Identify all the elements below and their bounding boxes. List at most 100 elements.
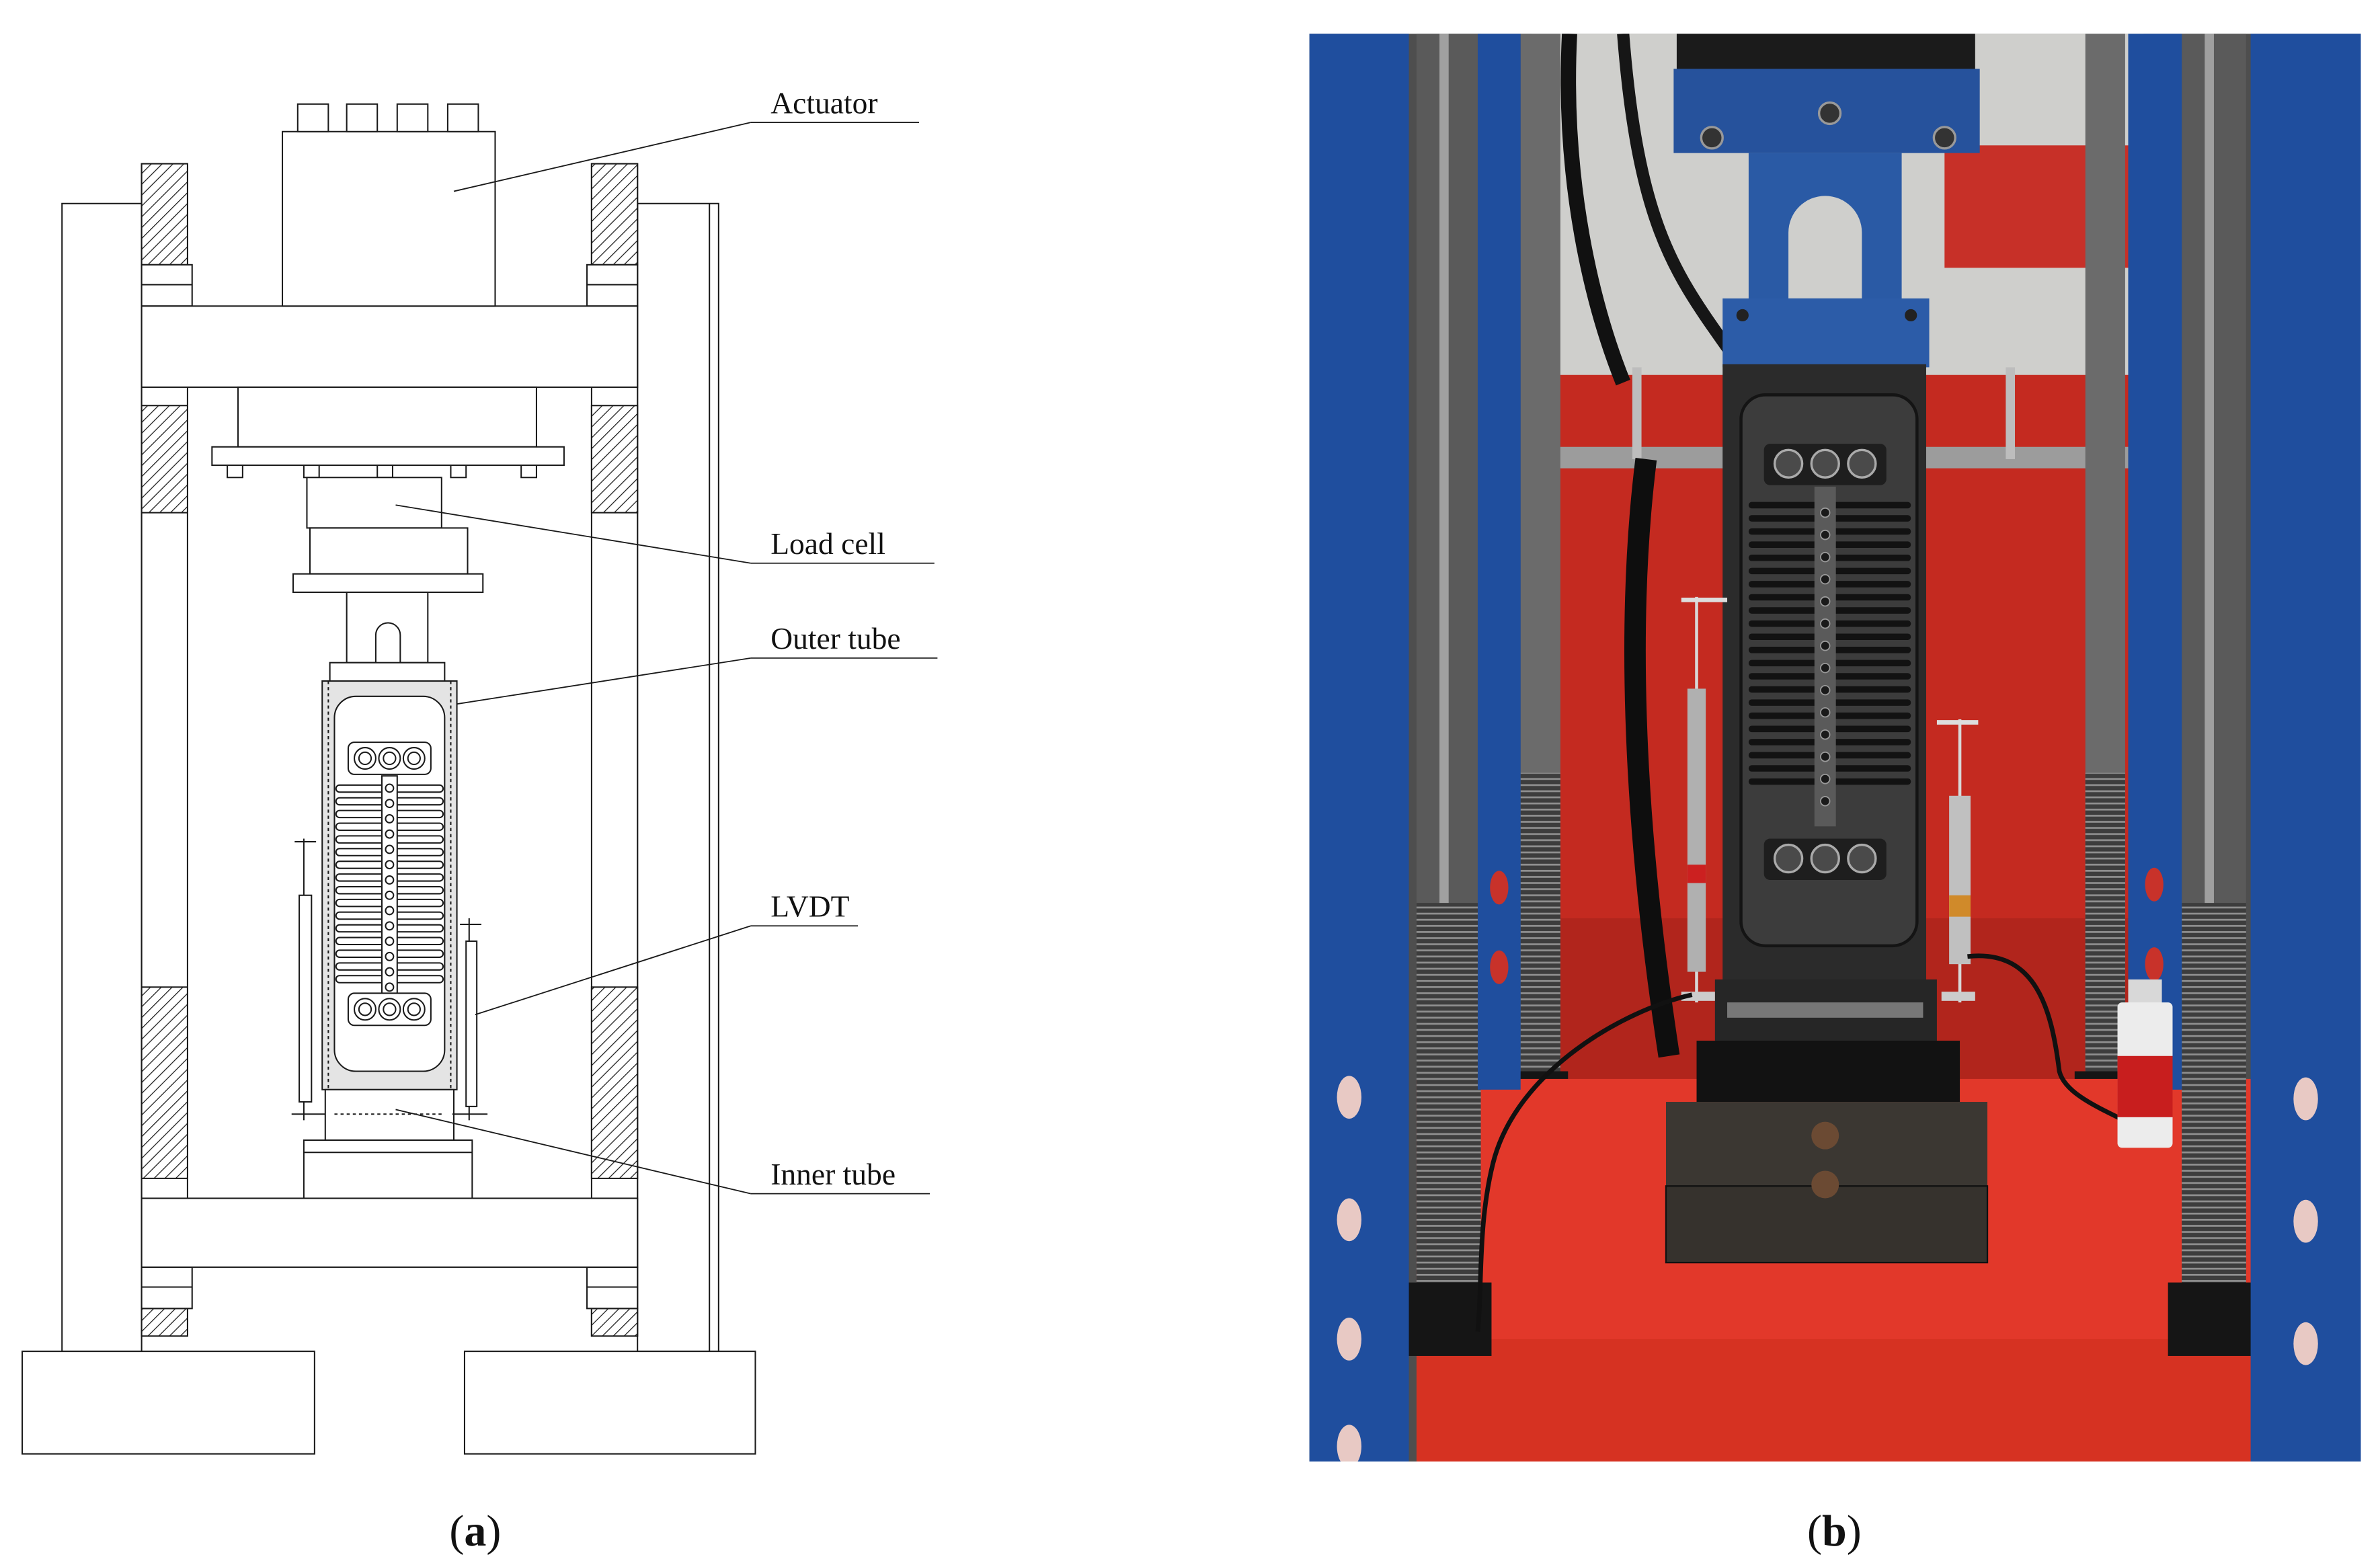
photo-center-strip (1814, 486, 1836, 827)
left-rod-thread-bottom (141, 1308, 188, 1337)
right-lvdt-body (465, 940, 478, 1107)
right-bottom-nut (586, 1266, 639, 1310)
photo-top-bolt (1810, 448, 1840, 479)
right-top-nut (586, 264, 639, 307)
right-outer-column (637, 202, 719, 1353)
photo-right-lvdt-collar (1949, 895, 1971, 917)
center-bolt (385, 844, 395, 854)
caption-a: (a) (449, 1507, 501, 1556)
mount-flange (211, 446, 565, 467)
blue-upright-left (1309, 34, 1409, 1462)
center-bolt (385, 906, 395, 916)
upright-hole (1490, 950, 1509, 984)
left-bottom-nut (141, 1266, 193, 1310)
blue-upright-right-inner (2128, 34, 2182, 1090)
blue-upright-left-inner (1477, 34, 1521, 1090)
center-bolt (385, 967, 395, 977)
hydraulic-hose-1 (1560, 34, 1630, 386)
photo-clevis (1748, 153, 1902, 307)
photo-left-lvdt-collar (1687, 865, 1706, 883)
flange-bolt-3 (376, 465, 393, 479)
photo-center-bolt (1819, 618, 1831, 629)
label-outer-tube: Outer tube (770, 621, 900, 655)
photo-weld-bead (1727, 1002, 1923, 1018)
guard-post-left (1632, 367, 1642, 459)
block-bolt (1811, 1121, 1839, 1150)
block-bolt (1811, 1170, 1839, 1199)
upright-hole (1337, 1198, 1361, 1242)
red-base-front (1416, 1338, 2266, 1462)
spray-can-label (2117, 1055, 2173, 1117)
bottom-bolt-2-inner (383, 1002, 397, 1016)
hydraulic-hose-3 (1624, 457, 1680, 1058)
center-strip (381, 775, 398, 996)
outer-tube-leader (457, 657, 751, 705)
photo-center-bolt (1819, 507, 1831, 518)
caption-a-close: ) (486, 1507, 501, 1556)
left-rod-thread-upper (141, 405, 188, 514)
right-rod-thread-bottom (590, 1308, 639, 1337)
photo-left-lvdt-body (1687, 688, 1706, 972)
center-bolt (385, 921, 395, 931)
flange-bolt (1700, 126, 1724, 150)
actuator-port-2 (346, 103, 379, 132)
photo-center-bolts (1819, 507, 1831, 807)
plate-bolt (1736, 309, 1749, 322)
upright-hole (2293, 1077, 2318, 1121)
label-actuator: Actuator (770, 85, 877, 120)
left-outer-column (61, 202, 143, 1353)
upright-hole (1337, 1425, 1361, 1462)
right-foot (463, 1351, 756, 1455)
photo-steel-block-lower (1665, 1185, 1989, 1264)
outer-right-rod-highlight (2205, 34, 2214, 906)
upright-hole (1337, 1318, 1361, 1361)
center-bolt (385, 982, 395, 992)
photo-center-bolt (1819, 573, 1831, 585)
photo-center-bolt (1819, 662, 1831, 674)
top-bolt-3-inner (407, 751, 421, 766)
lvdt-leader (475, 925, 751, 1016)
photo-center-bolt (1819, 707, 1831, 718)
right-rod-thread-upper (590, 405, 639, 514)
load-cell-body (309, 527, 469, 575)
panel-a-drawing (22, 103, 938, 1455)
caption-a-open: ( (449, 1507, 464, 1556)
label-inner-tube: Inner tube (770, 1157, 896, 1191)
center-bolt (385, 829, 395, 839)
right-rod-thread-top (590, 163, 639, 266)
panel-b-photo (1309, 34, 2361, 1462)
photo-top-bolt (1773, 448, 1804, 479)
photo-center-bolt (1819, 773, 1831, 785)
caption-a-letter: a (464, 1507, 486, 1556)
spray-can-cap (2128, 979, 2162, 1007)
center-bolt (385, 936, 395, 946)
flange-bolt (1932, 126, 1956, 150)
plate-bolt (1905, 309, 1917, 322)
center-bolt (385, 890, 395, 900)
outer-left-rod-highlight (1439, 34, 1449, 906)
photo-center-bolt (1819, 640, 1831, 651)
label-load-cell: Load cell (770, 526, 885, 561)
center-bolt (385, 813, 395, 824)
left-foot (22, 1351, 315, 1455)
caption-b-letter: b (1822, 1507, 1847, 1556)
photo-base-plate (1696, 1041, 1960, 1103)
bottom-bolt-1-inner (358, 1002, 372, 1016)
photo-center-bolt (1819, 684, 1831, 696)
photo-center-bolt (1819, 729, 1831, 740)
flange-bolt-4 (450, 465, 467, 479)
left-rod-thread-lower (141, 986, 188, 1179)
top-bolt-2-inner (383, 751, 397, 766)
photo-center-bolt (1819, 596, 1831, 607)
upright-hole (2293, 1322, 2318, 1365)
label-lvdt: LVDT (770, 889, 849, 924)
caption-b: (b) (1807, 1507, 1862, 1556)
outer-right-nut (2168, 1282, 2254, 1356)
caption-b-close: ) (1847, 1507, 1862, 1556)
upright-hole (2145, 947, 2164, 982)
center-bolt (385, 951, 395, 961)
center-bolts (385, 783, 395, 992)
actuator-leader (453, 122, 751, 192)
photo-specimen-top-plate (1722, 298, 1930, 368)
